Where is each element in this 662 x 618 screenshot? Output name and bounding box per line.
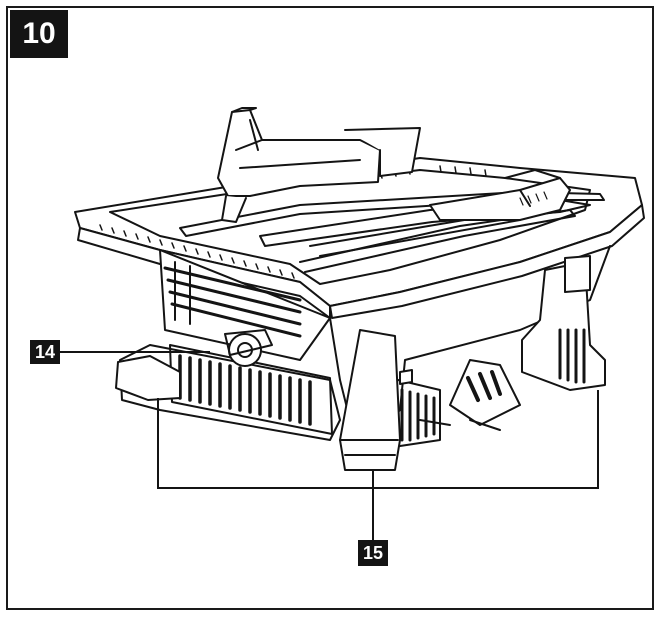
callout-15: 15 bbox=[358, 540, 388, 566]
callout-14: 14 bbox=[30, 340, 60, 364]
power-switch bbox=[449, 359, 521, 426]
miter-gauge bbox=[429, 177, 571, 221]
figure-frame bbox=[6, 6, 654, 610]
table-top-side-edge bbox=[329, 204, 645, 319]
left-foot bbox=[115, 355, 181, 401]
front-foot bbox=[339, 329, 401, 471]
callout-leaders bbox=[60, 351, 599, 540]
callout-15-label: 15 bbox=[362, 542, 384, 563]
figure-number-badge: 10 bbox=[10, 10, 68, 58]
right-foot bbox=[521, 261, 606, 391]
figure-number: 10 bbox=[22, 17, 56, 50]
blade-guard bbox=[217, 109, 381, 197]
bevel-knob bbox=[228, 333, 262, 367]
leader-15 bbox=[157, 390, 599, 540]
callout-14-label: 14 bbox=[34, 341, 56, 362]
